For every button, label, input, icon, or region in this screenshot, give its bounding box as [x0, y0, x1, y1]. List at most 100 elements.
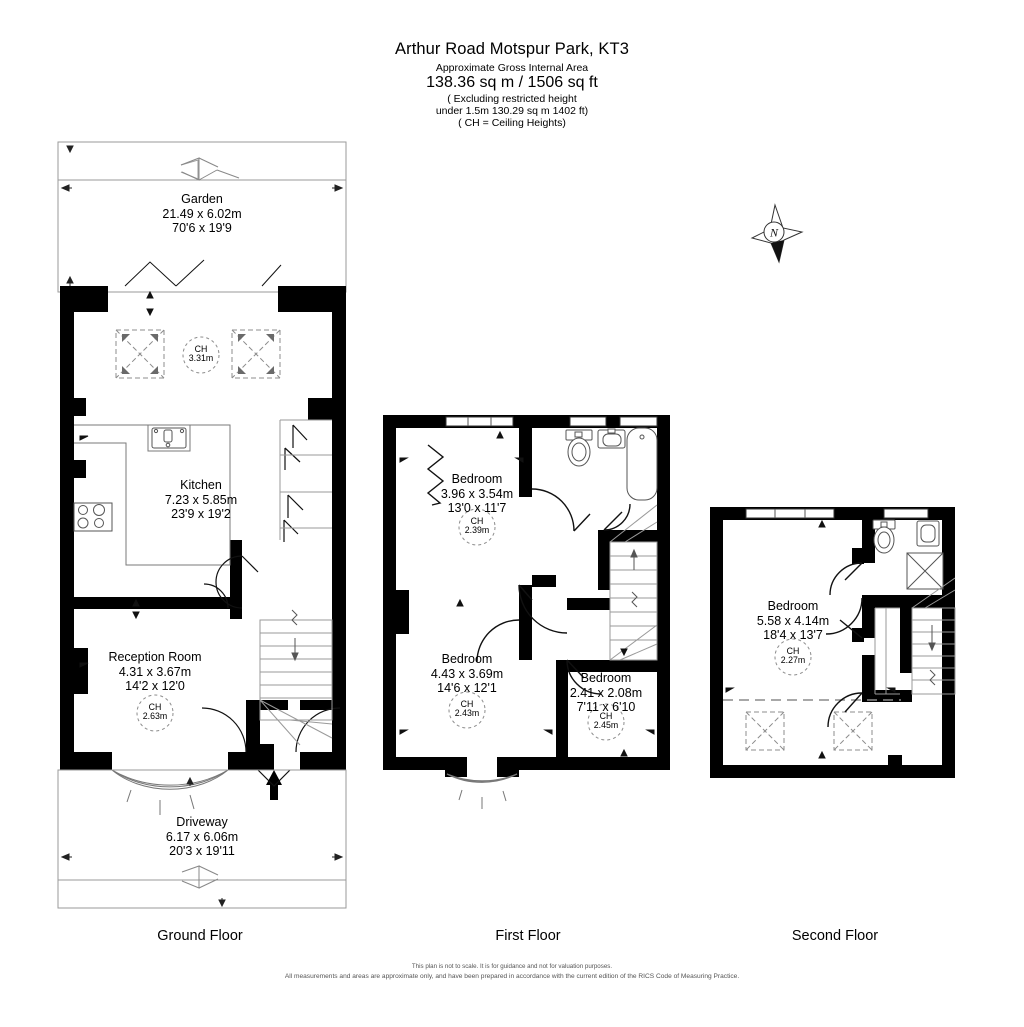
area-subtitle: Approximate Gross Internal Area [435, 62, 589, 74]
roof-light-arrowheads [122, 334, 274, 374]
reception-metric: 4.31 x 3.67m [118, 664, 192, 679]
kitchen-sink-icon [151, 427, 187, 449]
reception-imperial: 14'2 x 12'0 [125, 679, 185, 693]
bedroom-loft-name: Bedroom [767, 599, 819, 613]
bedroom-main-imperial: 14'6 x 12'1 [437, 681, 497, 695]
bedroom-loft-ch-badge: CH 2.27m [771, 646, 815, 681]
bedroom-front-ch-badge: CH 2.39m [455, 516, 499, 551]
first-floor-staircase [609, 504, 658, 661]
bedroom-small-ch-label: CH [599, 711, 613, 721]
reception-ch-label: CH [148, 702, 162, 712]
kitchen-units [74, 424, 231, 566]
bedroom-small-imperial: 7'11 x 6'10 [576, 700, 636, 714]
reception-bay-window [111, 769, 229, 815]
room-label-reception: Reception Room 4.31 x 3.67m 14'2 x 12'0 [75, 650, 235, 694]
bedroom-main-name: Bedroom [441, 652, 493, 666]
north-arrow-icon: N [750, 203, 804, 264]
kitchen-imperial: 23'9 x 19'2 [171, 507, 231, 521]
bedroom-front-ch-value: 2.39m [464, 525, 490, 536]
first-floor-bathroom-fixtures [565, 427, 658, 501]
bedroom-small-metric: 2.41 x 2.08m [569, 685, 643, 700]
first-floor-plan [383, 415, 670, 809]
driveway-break-line [181, 865, 219, 889]
bedroom-front-metric: 3.96 x 3.54m [440, 486, 514, 501]
disclaimer-line2: All measurements and areas are approxima… [284, 973, 740, 980]
garden-dimension-arrows [60, 145, 344, 286]
first-bedroom-main-ch-marker [448, 691, 486, 729]
second-floor-plan [710, 507, 956, 778]
ground-staircase [259, 619, 333, 746]
page-title: Arthur Road Motspur Park, KT3 [395, 40, 629, 58]
second-floor-staircase [874, 577, 956, 695]
bedroom-loft-ch-label: CH [786, 646, 800, 656]
bedroom-small-ch-value: 2.45m [593, 720, 619, 731]
driveway-outline [57, 769, 347, 909]
room-label-bedroom-loft: Bedroom 5.58 x 4.14m 18'4 x 13'7 [713, 599, 873, 643]
second-stair-direction [928, 625, 936, 686]
floor-label-first: First Floor [495, 928, 561, 944]
garden-outline [57, 141, 347, 293]
bedroom-loft-ch-value: 2.27m [780, 655, 806, 666]
reception-ch-value: 2.63m [142, 711, 168, 722]
bedroom-front-ch-label: CH [470, 516, 484, 526]
second-floor-doors [825, 562, 863, 728]
first-dimension-ticks [399, 430, 655, 757]
first-bedroom-front-ch-marker [458, 508, 496, 546]
garden-metric: 21.49 x 6.02m [162, 206, 242, 221]
excluding-note-line2: under 1.5m 130.29 sq m 1402 ft) [435, 105, 589, 117]
garden-rear-profile [124, 259, 282, 287]
driveway-metric: 6.17 x 6.06m [165, 829, 239, 844]
ground-doors [201, 424, 341, 753]
total-area: 138.36 sq m / 1506 sq ft [426, 74, 598, 91]
bedroom-loft-metric: 5.58 x 4.14m [756, 613, 830, 628]
garden-name: Garden [181, 192, 223, 206]
second-dimension-ticks [725, 519, 896, 759]
floor-label-second: Second Floor [791, 928, 879, 944]
room-label-garden: Garden 21.49 x 6.02m 70'6 x 19'9 [122, 192, 282, 236]
kitchen-ch-badge: CH 3.31m [179, 344, 223, 379]
entrance-arrow-icon [266, 770, 282, 800]
bedroom-main-ch-badge: CH 2.43m [445, 699, 489, 734]
first-bedroom-small-ch-marker [587, 703, 625, 741]
second-window-mullions [774, 509, 806, 518]
reception-ch-marker [136, 694, 174, 732]
garden-imperial: 70'6 x 19'9 [172, 221, 232, 235]
kitchen-name: Kitchen [180, 478, 222, 492]
bedroom-front-name: Bedroom [451, 472, 503, 486]
second-floor-walls [710, 507, 955, 778]
bedroom-main-ch-value: 2.43m [454, 708, 480, 719]
kitchen-metric: 7.23 x 5.85m [164, 492, 238, 507]
second-floor-windows [745, 508, 929, 519]
first-bay-window [446, 773, 518, 809]
kitchen-ch-marker [182, 336, 220, 374]
driveway-dimension-arrows [60, 776, 344, 908]
ground-stair-direction [291, 609, 299, 662]
room-label-kitchen: Kitchen 7.23 x 5.85m 23'9 x 19'2 [121, 478, 281, 522]
kitchen-ch-value: 3.31m [188, 353, 214, 364]
reception-ch-badge: CH 2.63m [133, 702, 177, 737]
floor-label-ground: Ground Floor [157, 928, 243, 944]
bedroom-main-ch-label: CH [460, 699, 474, 709]
garden-break-line [180, 159, 199, 180]
kitchen-ch-label: CH [194, 344, 208, 354]
porch-door [257, 769, 291, 787]
driveway-imperial: 20'3 x 19'11 [169, 844, 235, 858]
svg-text:N: N [769, 226, 779, 240]
second-bedroom-ch-marker [774, 638, 812, 676]
ceiling-height-legend: ( CH = Ceiling Heights) [458, 117, 566, 129]
first-stair-direction [630, 548, 638, 608]
driveway-name: Driveway [176, 815, 228, 829]
room-label-driveway: Driveway 6.17 x 6.06m 20'3 x 19'11 [122, 815, 282, 859]
first-floor-doors [426, 444, 631, 695]
bedroom-loft-imperial: 18'4 x 13'7 [763, 628, 823, 642]
ground-floor-walls [60, 286, 346, 770]
reception-name: Reception Room [108, 650, 202, 664]
ground-dimension-ticks [79, 290, 154, 668]
bedroom-front-imperial: 13'0 x 11'7 [447, 501, 507, 515]
excluding-note-line1: ( Excluding restricted height [447, 93, 577, 105]
disclaimer-line1: This plan is not to scale. It is for gui… [411, 963, 613, 970]
first-floor-windows [445, 416, 658, 427]
room-label-bedroom-front: Bedroom 3.96 x 3.54m 13'0 x 11'7 [397, 472, 557, 516]
